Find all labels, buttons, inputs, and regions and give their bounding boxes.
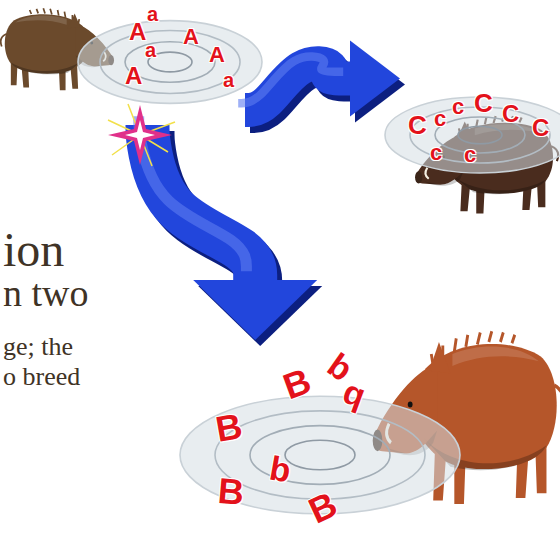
gene-pool: BbbBbBB bbox=[200, 340, 440, 535]
allele-letter: c bbox=[452, 96, 464, 118]
mutation-burst bbox=[108, 104, 175, 166]
allele-letter: B bbox=[213, 408, 245, 448]
allele-letter: B bbox=[304, 486, 343, 530]
slide-text: ge; the bbox=[3, 334, 73, 360]
arrow-body bbox=[245, 41, 400, 117]
allele-letter: b bbox=[337, 379, 368, 418]
allele-letter: c bbox=[434, 108, 446, 130]
allele-letter: B bbox=[216, 473, 245, 511]
arrow-highlight bbox=[139, 116, 247, 271]
allele-letter: C bbox=[502, 102, 519, 126]
allele-letter: C bbox=[474, 90, 493, 116]
allele-letter: C bbox=[532, 116, 549, 140]
slide-text: n two bbox=[3, 274, 89, 312]
allele-letter: C bbox=[408, 112, 427, 138]
allele-letter: a bbox=[147, 4, 158, 24]
ripple-ring bbox=[385, 97, 560, 173]
allele-letter: A bbox=[125, 64, 142, 88]
ripple-ring bbox=[78, 21, 262, 104]
allele-letter: c bbox=[464, 144, 476, 166]
ripple-ring bbox=[100, 31, 240, 94]
boar-figure bbox=[415, 115, 558, 213]
slide-text: ion bbox=[3, 226, 64, 274]
ripple-ring bbox=[458, 126, 502, 144]
gene-pool: aAaAAaA bbox=[95, 0, 245, 125]
split-arrow bbox=[238, 41, 405, 123]
gene-pool: CccCCCcc bbox=[400, 50, 555, 180]
ripple-ring bbox=[285, 440, 355, 469]
boar-figure bbox=[373, 331, 560, 504]
slide-text: o breed bbox=[3, 364, 80, 390]
allele-letter: c bbox=[430, 142, 442, 164]
ripple-ring bbox=[215, 411, 425, 499]
arrow-body bbox=[148, 125, 318, 340]
allele-letter: A bbox=[129, 20, 146, 44]
allele-letter: a bbox=[223, 70, 234, 90]
boar-figure bbox=[1, 8, 114, 90]
allele-letter: A bbox=[209, 44, 225, 66]
arrow-head bbox=[350, 41, 400, 117]
allele-letter: A bbox=[183, 26, 199, 48]
arrow-head bbox=[193, 280, 317, 340]
allele-letter: a bbox=[145, 40, 156, 60]
arrow-highlight bbox=[238, 57, 343, 104]
allele-letter: B bbox=[279, 363, 316, 406]
allele-letter: b bbox=[267, 450, 293, 487]
